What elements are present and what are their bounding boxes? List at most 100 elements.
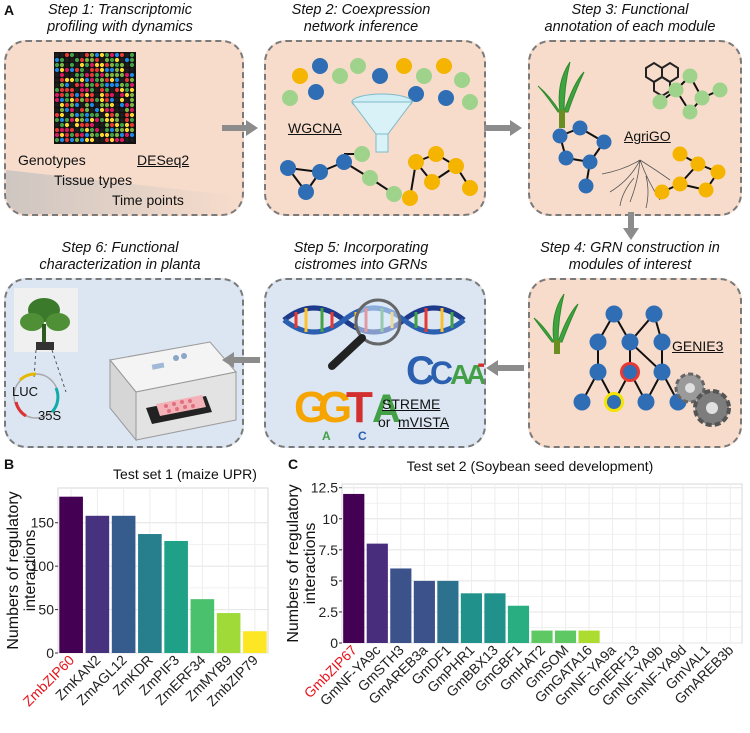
heatmap-cell	[114, 107, 120, 113]
or-label: or	[378, 414, 391, 430]
y-tick-label: 0	[330, 635, 338, 651]
heatmap-cell	[104, 52, 110, 58]
heatmap-cell	[129, 67, 135, 73]
heatmap-cell	[129, 62, 135, 68]
step4-title-line2: modules of interest	[568, 257, 692, 273]
step4-title: Step 4: GRN construction in modules of i…	[510, 240, 750, 274]
heatmap-cell	[84, 122, 90, 128]
coexpression-network-diagram	[280, 58, 478, 206]
heatmap-cell	[104, 107, 110, 113]
35s-label: 35S	[38, 408, 62, 423]
heatmap-cell	[124, 117, 130, 123]
heatmap-cell	[104, 127, 110, 133]
heatmap-cell	[69, 92, 75, 98]
bar-GmGATA16	[578, 630, 600, 643]
heatmap-cell	[114, 82, 120, 88]
heatmap-cell	[99, 137, 105, 143]
heatmap-cell	[64, 52, 70, 58]
heatmap-cell	[69, 107, 75, 113]
heatmap-cell	[79, 117, 85, 123]
heatmap-cell	[94, 127, 100, 133]
heatmap-cell	[104, 57, 110, 63]
heatmap-cell	[89, 102, 95, 108]
heatmap-cell	[104, 132, 110, 138]
heatmap-cell	[59, 132, 65, 138]
heatmap-cell	[129, 52, 135, 58]
genotypes-label: Genotypes	[18, 152, 86, 168]
heatmap-cell	[84, 87, 90, 93]
heatmap-cell	[89, 87, 95, 93]
heatmap-cell	[99, 127, 105, 133]
bar-GmHAT2	[531, 630, 553, 643]
heatmap-cell	[74, 127, 80, 133]
heatmap-cell	[99, 52, 105, 58]
heatmap-cell	[129, 77, 135, 83]
heatmap-cell	[104, 77, 110, 83]
heatmap-cell	[54, 67, 60, 73]
step5-title-line2: cistromes into GRNs	[294, 257, 428, 273]
heatmap-cell	[119, 137, 125, 143]
heatmap-cell	[109, 117, 115, 123]
heatmap-cell	[94, 67, 100, 73]
genie3-label: GENIE3	[672, 338, 724, 354]
heatmap-cell	[74, 122, 80, 128]
heatmap-microarray	[54, 52, 136, 144]
heatmap-cell	[89, 112, 95, 118]
heatmap-cell	[89, 52, 95, 58]
heatmap-cell	[74, 82, 80, 88]
heatmap-cell	[59, 137, 65, 143]
heatmap-cell	[104, 117, 110, 123]
heatmap-cell	[59, 62, 65, 68]
svg-text:T: T	[478, 358, 484, 391]
arrow-step5-to-step6	[222, 352, 260, 368]
step3-box: AgriGO	[528, 40, 742, 216]
heatmap-cell	[94, 72, 100, 78]
funnel-icon	[351, 93, 413, 153]
heatmap-cell	[124, 72, 130, 78]
heatmap-cell	[104, 92, 110, 98]
heatmap-cell	[114, 72, 120, 78]
heatmap-cell	[99, 77, 105, 83]
heatmap-cell	[99, 82, 105, 88]
heatmap-cell	[89, 62, 95, 68]
plate-reader-icon	[109, 341, 237, 442]
heatmap-cell	[64, 82, 70, 88]
heatmap-cell	[84, 92, 90, 98]
heatmap-cell	[74, 107, 80, 113]
heatmap-cell	[109, 97, 115, 103]
heatmap-cell	[124, 122, 130, 128]
heatmap-cell	[54, 117, 60, 123]
heatmap-cell	[89, 127, 95, 133]
tissue-types-label: Tissue types	[54, 172, 133, 188]
heatmap-cell	[59, 122, 65, 128]
heatmap-cell	[99, 132, 105, 138]
tobacco-plant-icon	[20, 298, 70, 350]
heatmap-cell	[119, 82, 125, 88]
heatmap-cell	[69, 82, 75, 88]
heatmap-cell	[94, 122, 100, 128]
heatmap-cell	[79, 97, 85, 103]
heatmap-cell	[119, 102, 125, 108]
heatmap-cell	[54, 97, 60, 103]
heatmap-cell	[64, 87, 70, 93]
heatmap-cell	[69, 87, 75, 93]
heatmap-cell	[89, 77, 95, 83]
heatmap-cell	[54, 132, 60, 138]
heatmap-cell	[99, 117, 105, 123]
heatmap-cell	[99, 97, 105, 103]
chart-c: 02.557.51012.5GmbZIP67GmNF-YA9cGmSTH3GmA…	[285, 480, 743, 709]
heatmap-cell	[59, 82, 65, 88]
heatmap-cell	[94, 62, 100, 68]
svg-text:A: A	[466, 359, 484, 390]
heatmap-cell	[79, 132, 85, 138]
heatmap-cell	[124, 87, 130, 93]
y-tick-label: 0	[46, 645, 54, 661]
y-axis-label: Numbers of regulatoryinteractions	[5, 491, 39, 649]
heatmap-cell	[64, 112, 70, 118]
heatmap-cell	[119, 132, 125, 138]
heatmap-cell	[124, 127, 130, 133]
heatmap-cell	[129, 112, 135, 118]
heatmap-cell	[59, 52, 65, 58]
heatmap-cell	[89, 107, 95, 113]
heatmap-cell	[89, 82, 95, 88]
